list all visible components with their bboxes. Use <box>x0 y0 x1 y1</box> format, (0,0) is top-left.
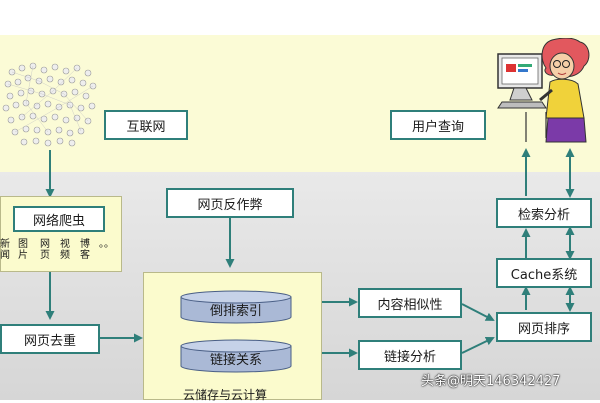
database-cylinder-icon <box>180 290 292 324</box>
dedup-node: 网页去重 <box>0 324 100 354</box>
crawler-node: 网络爬虫 <box>13 206 105 232</box>
crawler-item-blogs: 博客 <box>80 239 90 261</box>
database-cylinder-icon <box>180 339 292 373</box>
anti-spam-node: 网页反作弊 <box>166 188 294 218</box>
crawler-panel: 网络爬虫 新闻 图片 网页 视频 博客 。。 <box>0 196 122 272</box>
inverted-index-label: 倒排索引 <box>209 303 262 319</box>
content-similarity-node: 内容相似性 <box>358 288 462 318</box>
link-analysis-node: 链接分析 <box>358 340 462 370</box>
cloud-storage-label: 云储存与云计算 <box>183 388 268 402</box>
link-relation-store: 链接关系 <box>180 339 292 373</box>
crawler-item-images: 图片 <box>18 239 28 261</box>
link-relation-label: 链接关系 <box>209 352 262 368</box>
user-query-node: 用户查询 <box>390 110 486 140</box>
retrieval-node: 检索分析 <box>496 198 592 228</box>
web-cluster-icon <box>2 62 97 147</box>
internet-node: 互联网 <box>104 110 188 140</box>
crawler-item-news: 新闻 <box>0 239 10 261</box>
cache-node: Cache系统 <box>496 258 592 288</box>
top-margin <box>0 0 600 35</box>
user-at-computer-icon <box>497 38 590 143</box>
crawler-item-webpages: 网页 <box>40 239 50 261</box>
ranking-node: 网页排序 <box>496 312 592 342</box>
inverted-index-store: 倒排索引 <box>180 290 292 324</box>
crawler-item-videos: 视频 <box>60 239 70 261</box>
watermark: 头条@明天146342427 <box>421 374 561 389</box>
crawler-item-more: 。。 <box>99 239 114 250</box>
